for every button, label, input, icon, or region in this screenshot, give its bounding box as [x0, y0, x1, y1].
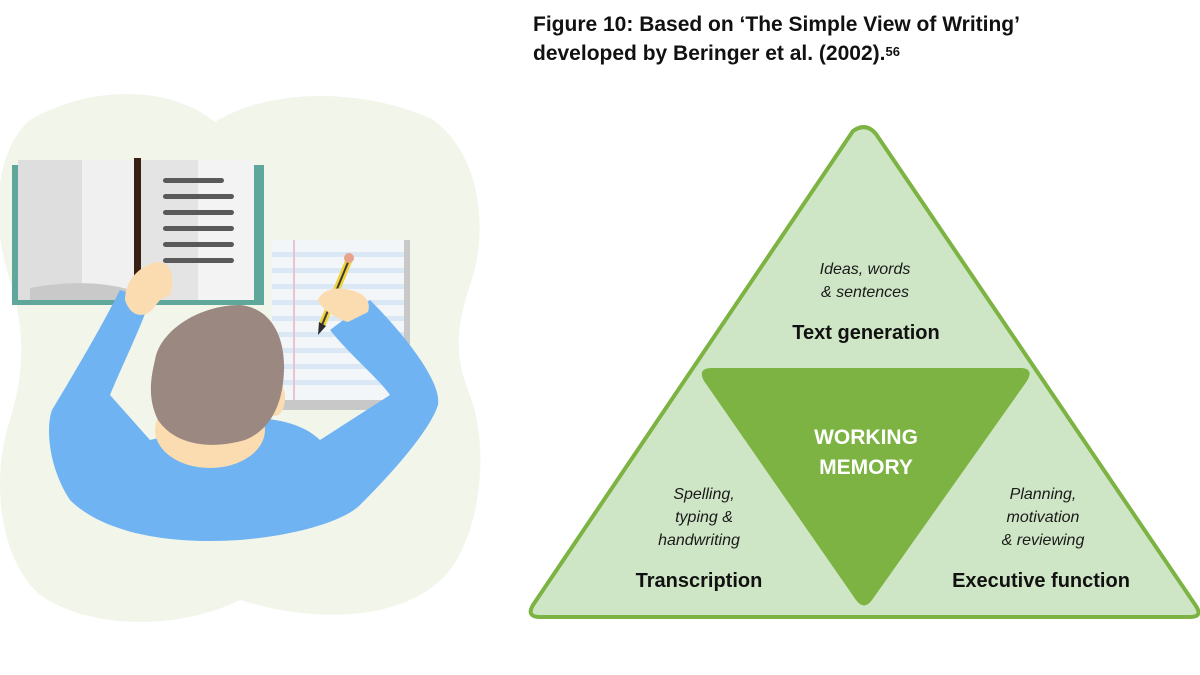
open-book-icon: [12, 158, 264, 305]
right-desc-line3: & reviewing: [1002, 532, 1085, 549]
figure-title: Figure 10: Based on ‘The Simple View of …: [533, 10, 1020, 68]
right-label: Executive function: [952, 570, 1130, 592]
figure-title-line2: developed by Beringer et al. (2002).56: [533, 42, 900, 65]
right-desc-line2: motivation: [1007, 509, 1080, 526]
left-desc-line3: handwriting: [658, 532, 740, 549]
top-desc-line2: & sentences: [821, 284, 909, 301]
left-label: Transcription: [636, 570, 763, 592]
center-label-line2: MEMORY: [819, 456, 913, 479]
left-desc-line2: typing &: [675, 509, 733, 526]
working-memory-triangle: [701, 368, 1030, 606]
right-desc-line1: Planning,: [1010, 486, 1077, 503]
top-label: Text generation: [792, 322, 939, 344]
figure-title-line1: Figure 10: Based on ‘The Simple View of …: [533, 13, 1020, 36]
person-icon: [49, 262, 439, 541]
writing-illustration: [0, 94, 481, 622]
top-desc-line1: Ideas, words: [820, 261, 911, 278]
simple-view-of-writing-diagram: WORKING MEMORY Ideas, words & sentences …: [528, 125, 1200, 619]
footnote-ref: 56: [885, 44, 900, 59]
left-desc-line1: Spelling,: [673, 486, 734, 503]
center-label-line1: WORKING: [814, 426, 918, 449]
